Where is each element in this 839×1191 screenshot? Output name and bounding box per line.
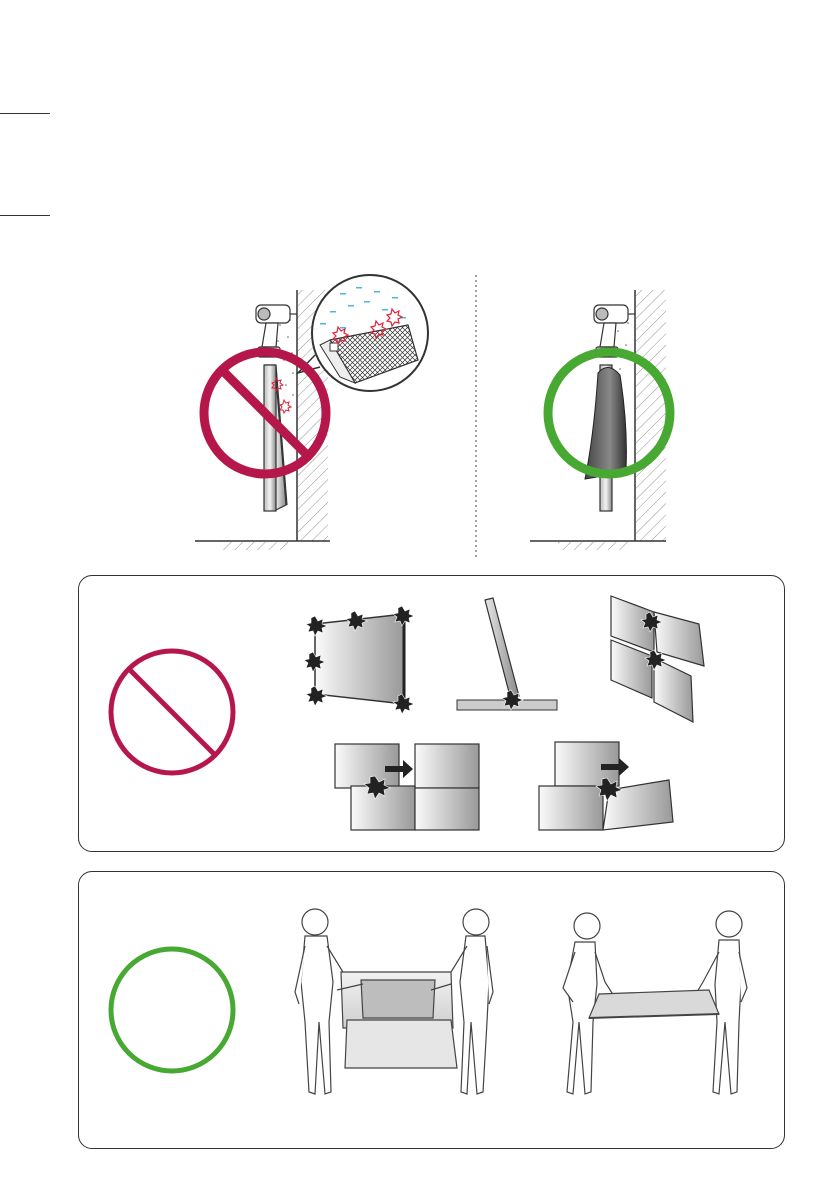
two-people-lifting-boxed-panel-icon (295, 909, 493, 1094)
margin-rule-bottom (0, 215, 50, 216)
panel-offset-collision-icon (539, 742, 673, 830)
tv-panel-icon (264, 365, 287, 511)
panel-correct-handling (78, 871, 785, 1149)
tilted-panels-collision-icon (611, 596, 704, 722)
edge-impact-icon (457, 598, 557, 710)
corner-impact-icon (304, 606, 414, 714)
two-people-carrying-panel-flat-icon (563, 911, 747, 1094)
top-illustration (180, 265, 680, 565)
prohibited-circle-icon (111, 651, 233, 773)
allowed-circle-icon (111, 949, 233, 1071)
panel-push-collision-icon (335, 744, 479, 830)
protective-cover-icon (585, 367, 626, 479)
panel-prohibited-handling (78, 575, 785, 852)
wall-icon (195, 290, 330, 550)
margin-rule-top (0, 113, 50, 114)
